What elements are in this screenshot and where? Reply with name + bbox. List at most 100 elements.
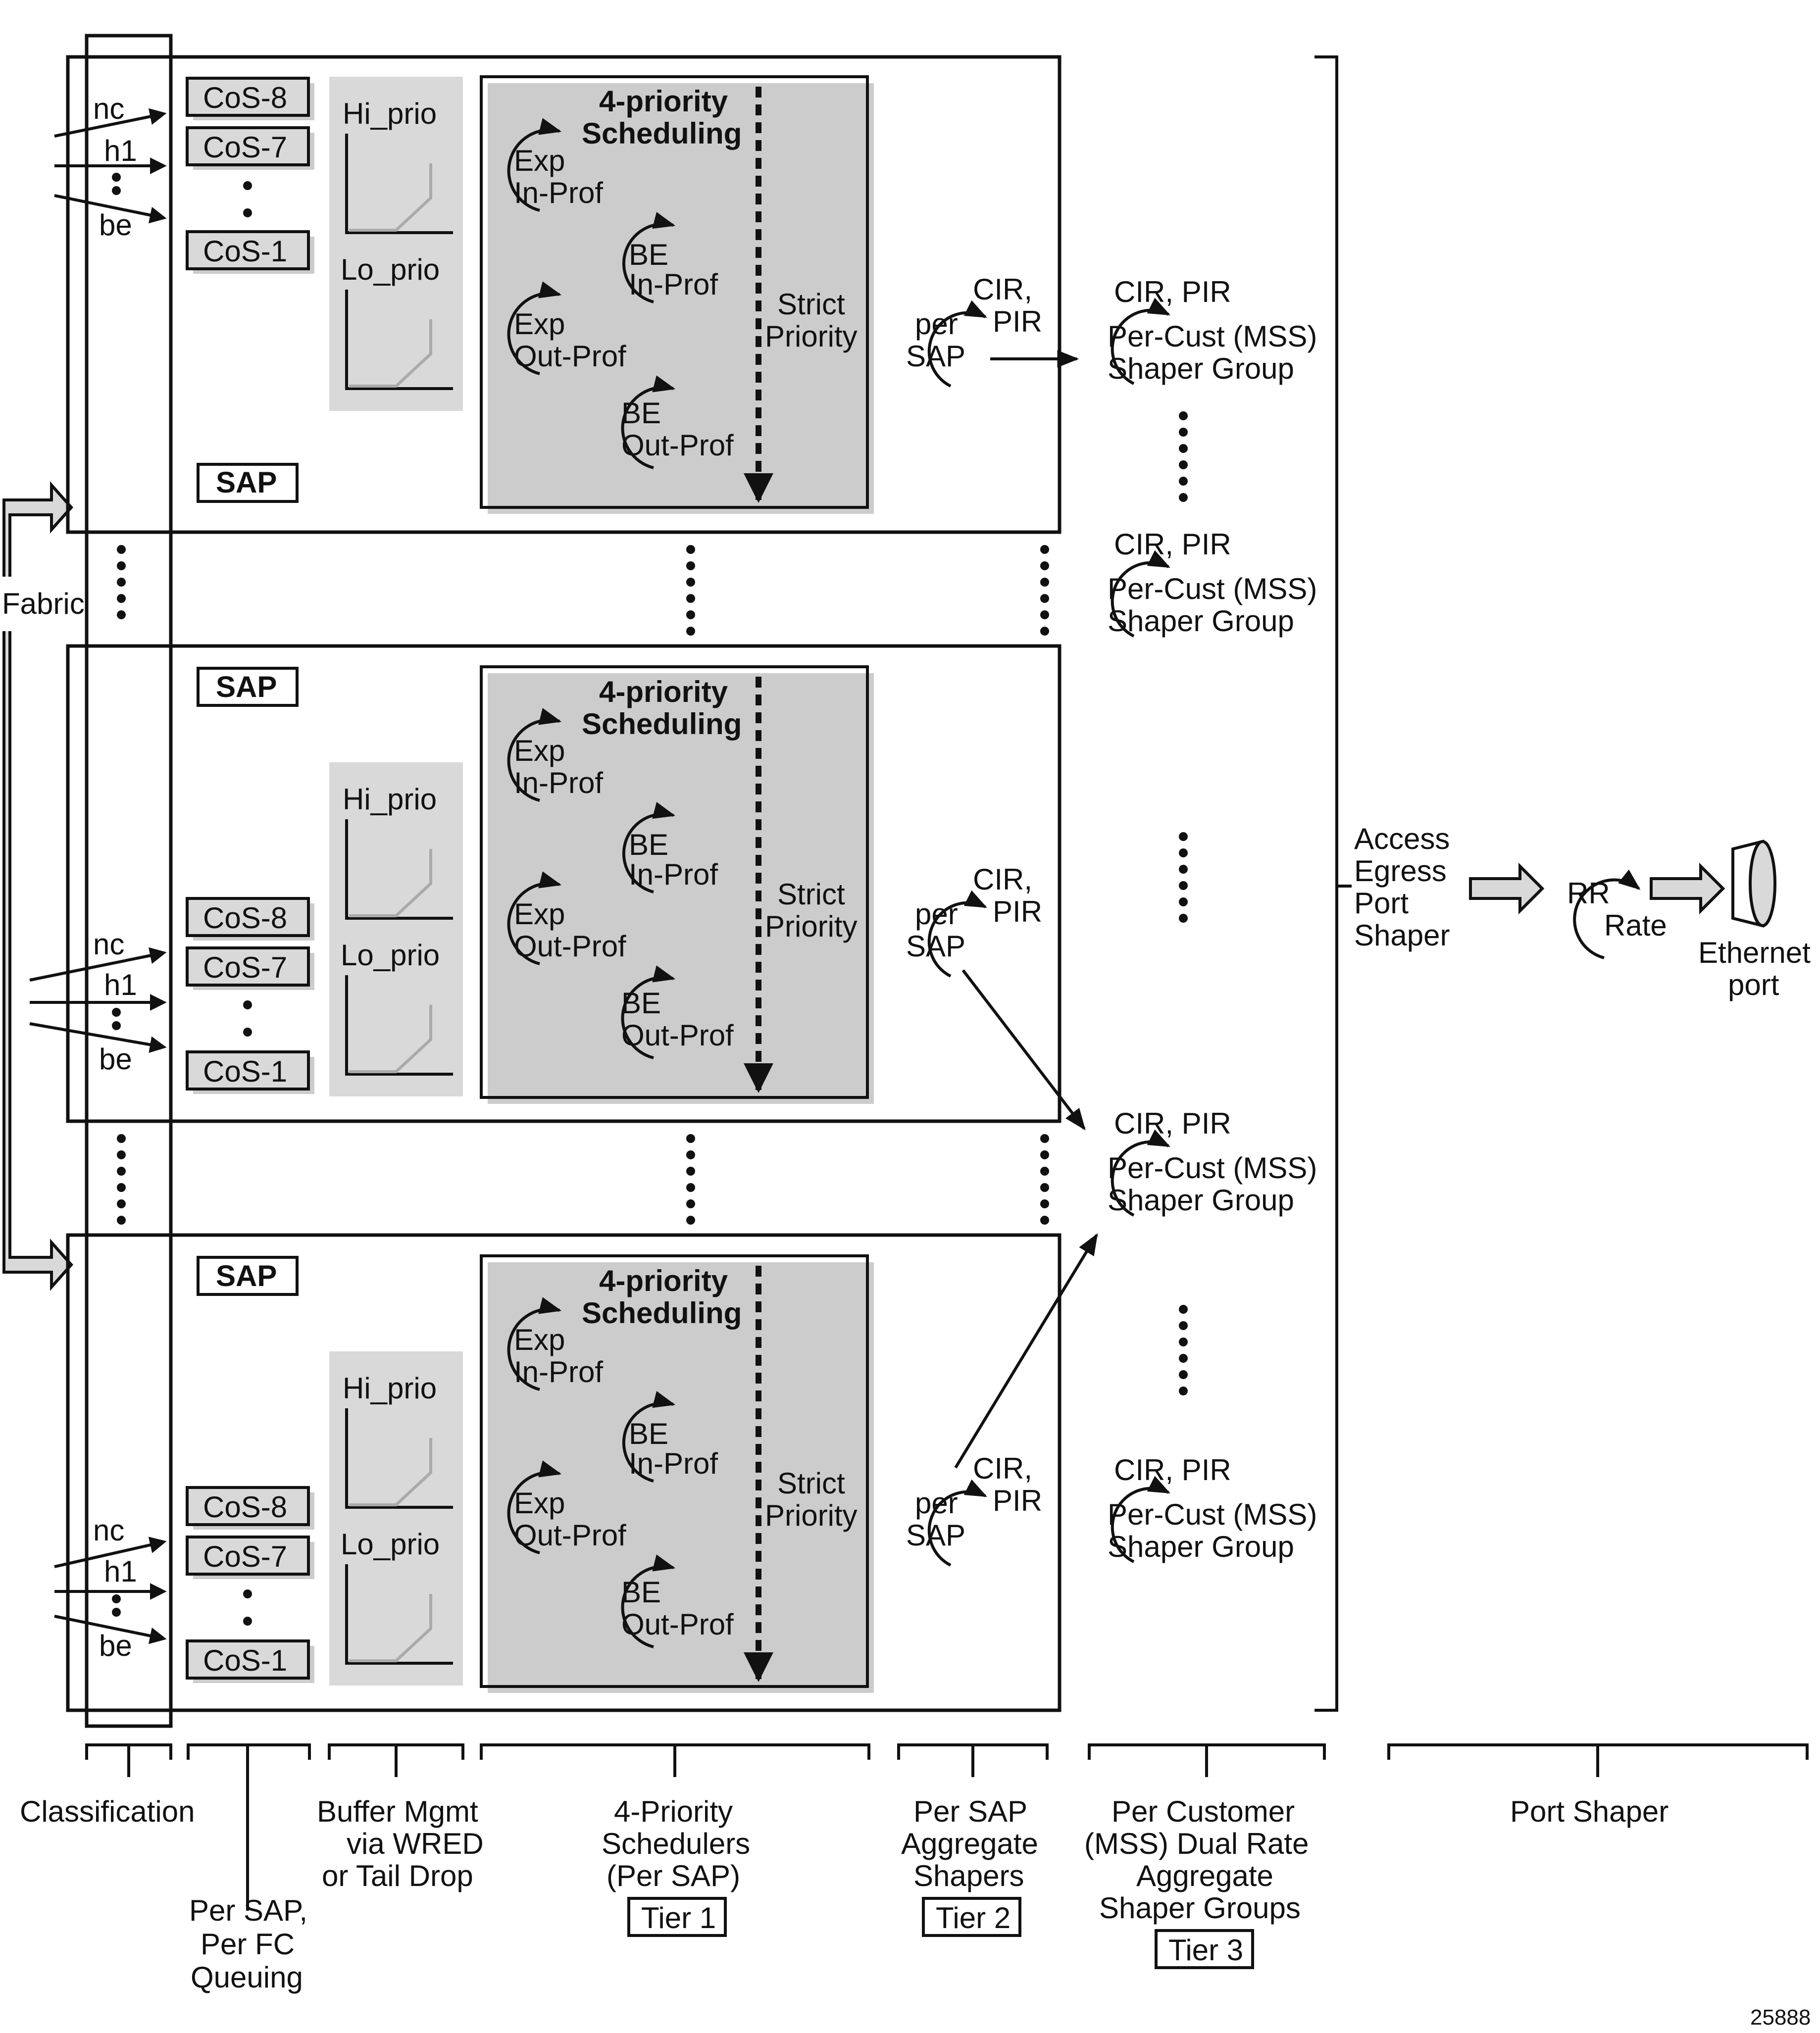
svg-text:In-Prof: In-Prof bbox=[514, 766, 603, 799]
svg-text:CoS-1: CoS-1 bbox=[203, 1055, 287, 1088]
svg-text:via WRED: via WRED bbox=[347, 1827, 484, 1860]
svg-text:Per-Cust (MSS): Per-Cust (MSS) bbox=[1108, 572, 1317, 605]
svg-text:CIR, PIR: CIR, PIR bbox=[1114, 275, 1231, 308]
svg-text:Shaper: Shaper bbox=[1354, 919, 1450, 952]
stage-buffer: Buffer Mgmt via WRED or Tail Drop bbox=[317, 1795, 484, 1892]
svg-text:PIR: PIR bbox=[993, 305, 1042, 338]
svg-text:(Per SAP): (Per SAP) bbox=[607, 1859, 740, 1892]
classification-column bbox=[85, 34, 173, 1728]
customer-group-2: CIR, PIR Per-Cust (MSS) Shaper Group bbox=[1108, 528, 1317, 638]
svg-text:Egress: Egress bbox=[1354, 854, 1447, 888]
svg-text:be: be bbox=[99, 1042, 132, 1076]
svg-text:per: per bbox=[915, 1487, 958, 1520]
svg-text:(MSS) Dual Rate: (MSS) Dual Rate bbox=[1084, 1827, 1309, 1860]
stage-brackets bbox=[85, 1743, 1809, 1911]
svg-text:nc: nc bbox=[93, 1514, 124, 1547]
svg-text:per: per bbox=[915, 897, 958, 931]
svg-text:Hi_prio: Hi_prio bbox=[343, 783, 437, 816]
stage-customer: Per Customer (MSS) Dual Rate Aggregate S… bbox=[1084, 1795, 1309, 1969]
svg-text:CoS-7: CoS-7 bbox=[203, 1540, 287, 1573]
svg-text:CoS-8: CoS-8 bbox=[203, 1490, 287, 1524]
svg-text:CIR,: CIR, bbox=[973, 273, 1032, 306]
svg-text:nc: nc bbox=[93, 928, 124, 961]
classifier-label-nc: nc bbox=[93, 92, 124, 125]
svg-text:Exp: Exp bbox=[514, 307, 565, 341]
queue-cos8: CoS-8 bbox=[203, 81, 287, 114]
svg-text:Out-Prof: Out-Prof bbox=[514, 930, 626, 963]
svg-text:Shaper Group: Shaper Group bbox=[1108, 1530, 1294, 1563]
svg-text:Out-Prof: Out-Prof bbox=[514, 340, 626, 373]
svg-text:BE: BE bbox=[629, 1417, 668, 1450]
port-bracket bbox=[1314, 55, 1352, 1712]
tier1-badge: Tier 1 bbox=[641, 1901, 716, 1934]
svg-text:In-Prof: In-Prof bbox=[514, 1355, 603, 1388]
customer-group-3: CIR, PIR Per-Cust (MSS) Shaper Group bbox=[1108, 1107, 1317, 1217]
svg-text:h1: h1 bbox=[104, 1555, 137, 1588]
scheduler-title-1: 4-priority bbox=[599, 85, 728, 118]
sap-block-2: SAP nc h1 be CoS-8 CoS-7 CoS-1 Hi_prio L… bbox=[29, 644, 1062, 1123]
svg-text:SAP: SAP bbox=[906, 1519, 965, 1552]
svg-text:CIR, PIR: CIR, PIR bbox=[1114, 1107, 1231, 1140]
stage-classification: Classification bbox=[20, 1795, 195, 1828]
svg-text:Shaper Group: Shaper Group bbox=[1108, 1184, 1294, 1217]
svg-text:RR: RR bbox=[1567, 877, 1610, 910]
port-shaper: Access Egress Port Shaper RR Rate bbox=[1354, 822, 1725, 959]
svg-text:Buffer Mgmt: Buffer Mgmt bbox=[317, 1795, 478, 1828]
svg-text:CIR,: CIR, bbox=[973, 863, 1032, 896]
svg-text:Access: Access bbox=[1354, 822, 1450, 855]
svg-text:CoS-8: CoS-8 bbox=[203, 901, 287, 935]
svg-text:Ethernet: Ethernet bbox=[1698, 936, 1811, 969]
stage-sap-shapers: Per SAP Aggregate Shapers Tier 2 bbox=[901, 1795, 1038, 1937]
fabric-bus: Fabric bbox=[0, 481, 85, 1291]
svg-text:Per-Cust (MSS): Per-Cust (MSS) bbox=[1108, 1151, 1317, 1185]
svg-text:Shaper Group: Shaper Group bbox=[1108, 352, 1294, 385]
fabric-label: Fabric bbox=[2, 587, 85, 620]
svg-text:or Tail Drop: or Tail Drop bbox=[322, 1859, 473, 1892]
svg-text:Rate: Rate bbox=[1604, 909, 1667, 942]
figure-id: 25888 bbox=[1750, 2005, 1811, 2030]
svg-text:Strict: Strict bbox=[777, 878, 845, 911]
queue-cos1: CoS-1 bbox=[203, 235, 287, 268]
svg-text:Lo_prio: Lo_prio bbox=[341, 939, 440, 972]
sap-label-2: SAP bbox=[216, 670, 277, 703]
svg-text:Scheduling: Scheduling bbox=[582, 707, 742, 741]
svg-text:SAP: SAP bbox=[906, 340, 965, 373]
svg-text:Schedulers: Schedulers bbox=[602, 1827, 750, 1860]
svg-text:In-Prof: In-Prof bbox=[514, 176, 603, 209]
sap-shaper-2: per SAP CIR, PIR bbox=[906, 863, 1086, 1131]
svg-text:Shaper Groups: Shaper Groups bbox=[1099, 1891, 1301, 1925]
svg-text:h1: h1 bbox=[104, 968, 137, 1001]
classifier-arrow-nc bbox=[54, 108, 167, 138]
svg-text:BE: BE bbox=[629, 238, 668, 271]
svg-text:Queuing: Queuing bbox=[191, 1961, 303, 1994]
svg-text:Shaper Group: Shaper Group bbox=[1108, 604, 1294, 638]
svg-text:Hi_prio: Hi_prio bbox=[343, 1372, 437, 1405]
svg-text:Aggregate: Aggregate bbox=[1136, 1859, 1273, 1892]
svg-text:Out-Prof: Out-Prof bbox=[621, 1019, 734, 1052]
customer-group-4: CIR, PIR Per-Cust (MSS) Shaper Group bbox=[1108, 1453, 1317, 1563]
svg-text:Scheduling: Scheduling bbox=[582, 1296, 742, 1330]
buffer-lo-label: Lo_prio bbox=[341, 253, 440, 286]
queue-cos7: CoS-7 bbox=[203, 131, 287, 164]
svg-text:Aggregate: Aggregate bbox=[901, 1827, 1038, 1860]
svg-text:In-Prof: In-Prof bbox=[629, 268, 718, 301]
sap-block-3: SAP nc h1 be CoS-8 CoS-7 CoS-1 Hi_prio L… bbox=[54, 1233, 1062, 1712]
tier2-badge: Tier 2 bbox=[936, 1901, 1011, 1934]
svg-text:Exp: Exp bbox=[514, 897, 565, 931]
svg-text:In-Prof: In-Prof bbox=[629, 858, 718, 891]
svg-text:Exp: Exp bbox=[514, 1487, 565, 1520]
svg-text:4-Priority: 4-Priority bbox=[614, 1795, 733, 1828]
svg-text:per: per bbox=[915, 307, 958, 341]
svg-text:Out-Prof: Out-Prof bbox=[514, 1519, 626, 1552]
svg-text:In-Prof: In-Prof bbox=[629, 1447, 718, 1480]
sap-shaper-3: per SAP CIR, PIR bbox=[906, 1233, 1098, 1567]
svg-text:BE: BE bbox=[629, 828, 668, 861]
sap-label-1: SAP bbox=[216, 466, 277, 499]
svg-text:PIR: PIR bbox=[993, 1484, 1042, 1517]
svg-text:CIR, PIR: CIR, PIR bbox=[1114, 528, 1231, 561]
dots-between-saps bbox=[117, 545, 1049, 1225]
svg-text:CIR,: CIR, bbox=[973, 1452, 1032, 1485]
svg-text:Per SAP: Per SAP bbox=[913, 1795, 1027, 1828]
svg-text:Per SAP,: Per SAP, bbox=[189, 1894, 307, 1927]
sap-label-3: SAP bbox=[216, 1259, 277, 1292]
